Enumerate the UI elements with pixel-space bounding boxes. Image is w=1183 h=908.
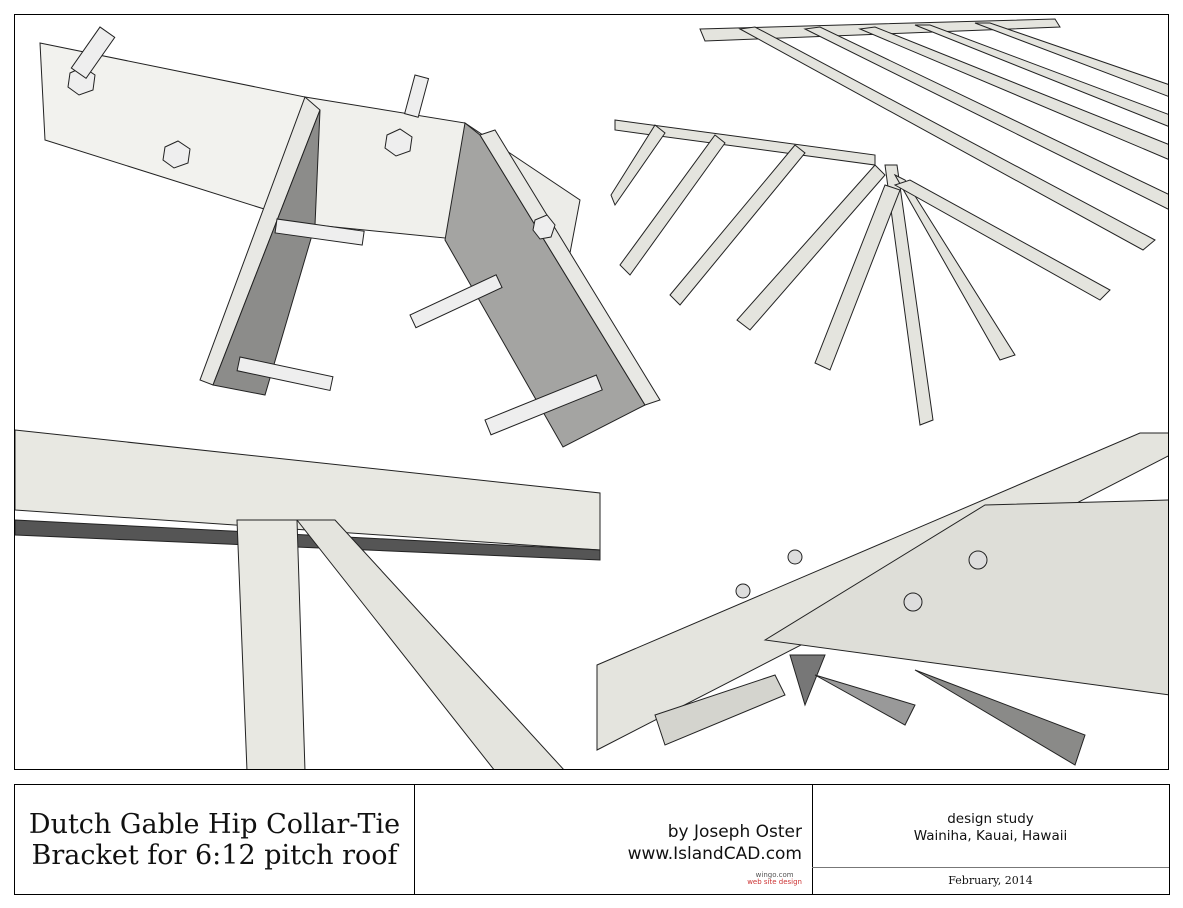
divider <box>812 867 1169 868</box>
drawing-frame <box>14 14 1169 770</box>
project-cell: design study Wainiha, Kauai, Hawaii Febr… <box>812 785 1169 894</box>
logo-subtext: web site design <box>747 878 802 886</box>
logo-text: wingo.com <box>755 871 794 879</box>
author-cell: by Joseph Oster www.IslandCAD.com wingo.… <box>414 785 813 894</box>
title-cell: Dutch Gable Hip Collar-Tie Bracket for 6… <box>15 785 415 894</box>
date: February, 2014 <box>948 874 1033 887</box>
project-type: design study <box>947 811 1034 827</box>
wingo-logo: wingo.com web site design <box>747 872 802 886</box>
collar-tie-elevation-view <box>15 429 601 769</box>
roof-framing-view <box>610 18 1168 426</box>
author: by Joseph Oster <box>667 822 802 842</box>
location: Wainiha, Kauai, Hawaii <box>913 828 1068 844</box>
bolted-connection-view <box>596 432 1168 766</box>
title-block: Dutch Gable Hip Collar-Tie Bracket for 6… <box>14 784 1170 895</box>
title-line-1: Dutch Gable Hip Collar-Tie <box>28 808 401 840</box>
drawing-views <box>15 18 1168 769</box>
website-link[interactable]: www.IslandCAD.com <box>627 844 802 864</box>
title-line-2: Bracket for 6:12 pitch roof <box>31 839 398 871</box>
bracket-view <box>39 26 661 448</box>
